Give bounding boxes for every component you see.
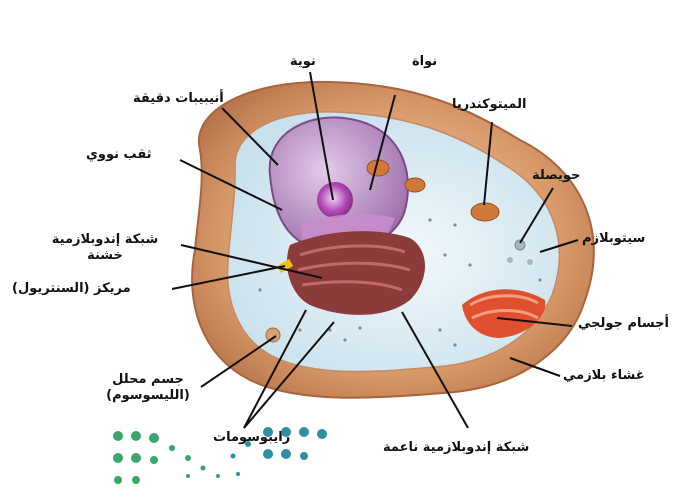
label-rough-er-line1: شبكة إندوبلازمية (30, 232, 180, 248)
lysosome (266, 328, 280, 342)
label-microtubules: أنيبيبات دقيقة (133, 91, 224, 107)
label-mitochondria: الميتوكندريا (452, 97, 526, 113)
label-smooth-er: شبكة إندوبلازمية ناعمة (383, 440, 529, 456)
label-vesicle: حويصلة (532, 168, 580, 184)
label-rough-er-line2: خشنة (30, 248, 180, 264)
label-cytoplasm: سيتوبلازم (582, 231, 645, 247)
label-lysosome-line2: (الليسوسوم) (92, 388, 204, 404)
label-plasma-membrane: غشاء بلازمي (563, 368, 645, 384)
nucleolus (317, 182, 353, 218)
label-lysosome: جسم محلل (الليسوسوم) (92, 372, 204, 404)
label-nuclear-pore: ثقب نووي (86, 147, 152, 163)
nucleus (270, 117, 408, 250)
rough-er (287, 231, 425, 315)
label-centrosome: مريكز (السنتريول) (12, 281, 131, 297)
label-nucleolus: نوية (290, 54, 316, 70)
label-rough-er: شبكة إندوبلازمية خشنة (30, 232, 180, 264)
label-lysosome-line1: جسم محلل (92, 372, 204, 388)
label-golgi: أجسام جولجي (578, 316, 669, 332)
label-nucleus: نواة (412, 54, 437, 70)
watermark-logo (88, 418, 348, 503)
